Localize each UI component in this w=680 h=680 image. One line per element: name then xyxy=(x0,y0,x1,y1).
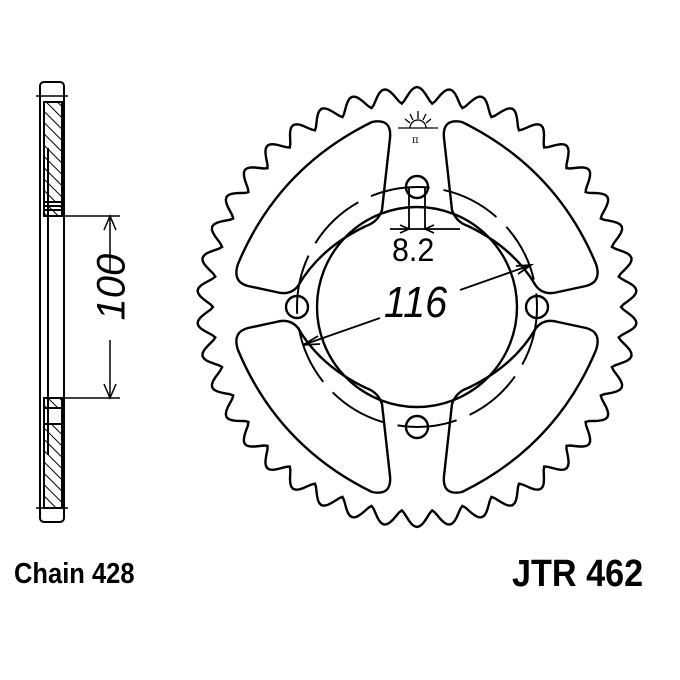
center-bore-diameter-label: 100 xyxy=(89,253,134,321)
svg-text:π: π xyxy=(412,135,419,146)
bolt-hole-diameter-label: 8.2 xyxy=(392,232,435,268)
jt-logo-icon: π xyxy=(398,111,438,146)
bolt-circle-diameter-label: 116 xyxy=(384,278,448,327)
side-view xyxy=(36,81,120,523)
sprocket-front-view xyxy=(196,85,638,529)
part-number-label: JTR 462 xyxy=(512,553,644,595)
chain-size-label: Chain 428 xyxy=(14,558,135,590)
